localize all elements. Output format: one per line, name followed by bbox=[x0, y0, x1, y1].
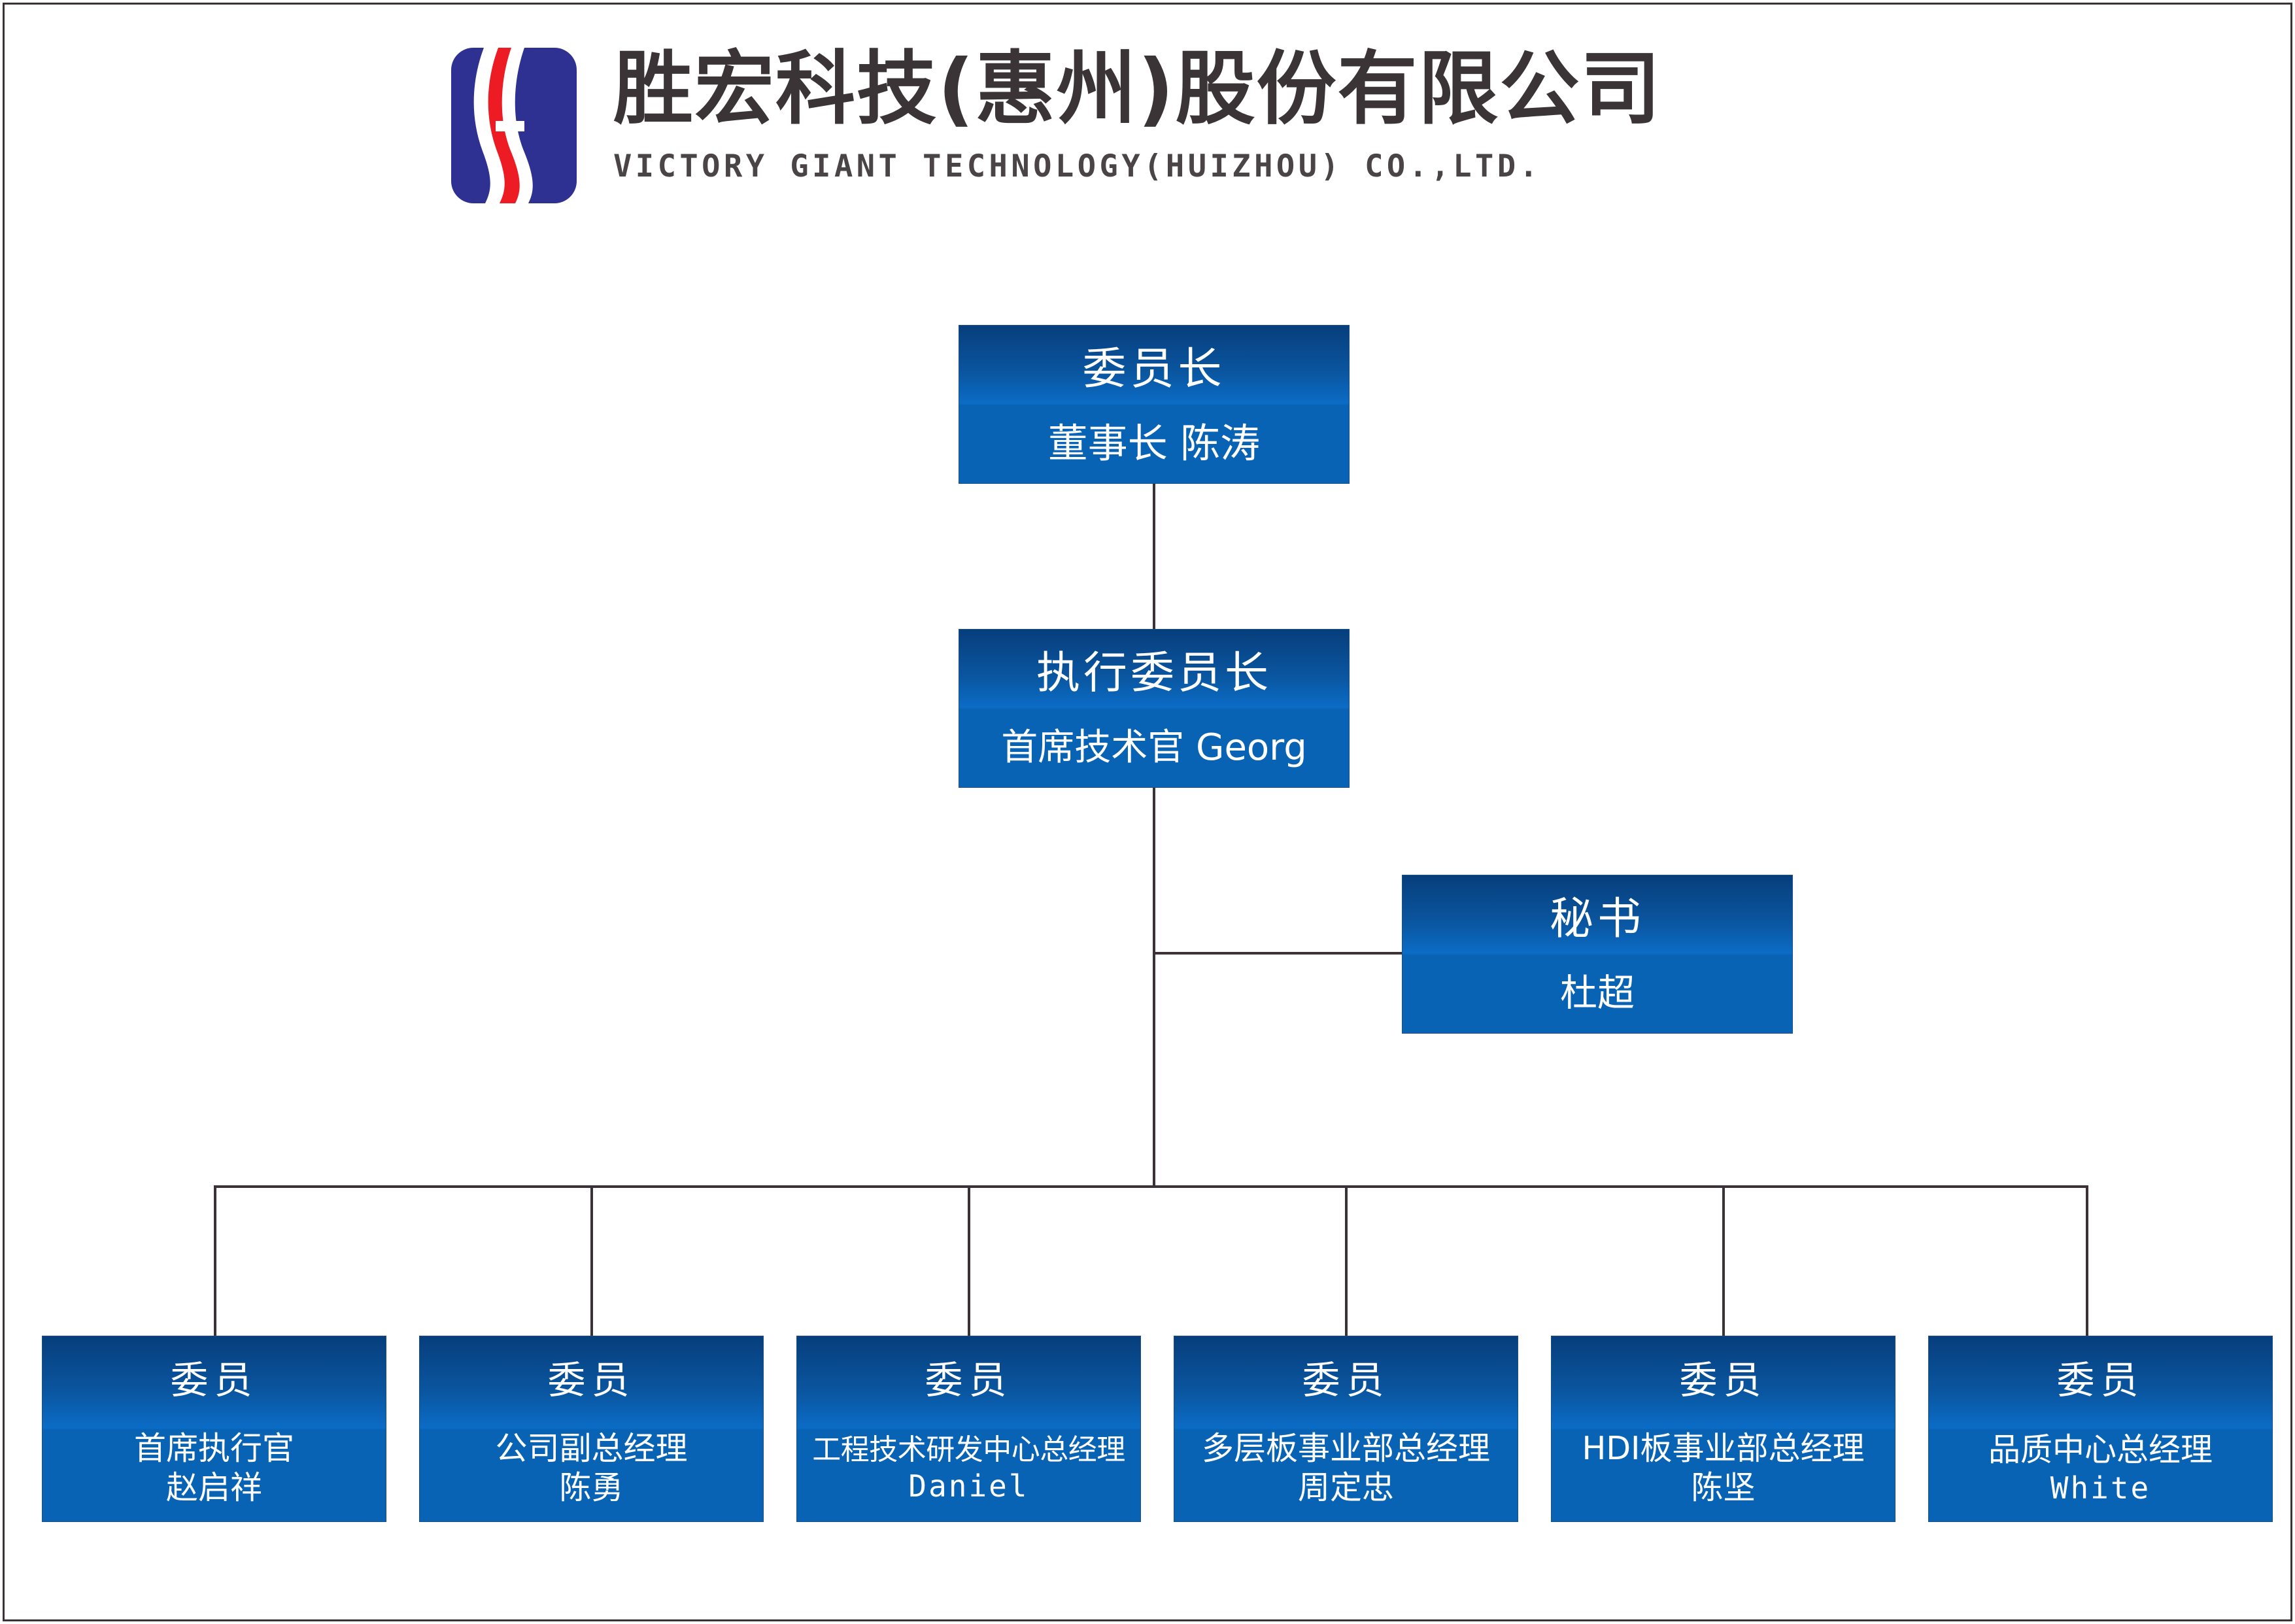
node-title: 秘书 bbox=[1550, 892, 1645, 944]
node-person: 陈坚 bbox=[1691, 1468, 1756, 1506]
node-body-row: 董事长 陈涛 bbox=[959, 405, 1349, 484]
victory-giant-logo-icon bbox=[451, 48, 577, 203]
node-title: 委员长 bbox=[1082, 343, 1226, 394]
org-node-member-quality[interactable]: 委员 品质中心总经理 White bbox=[1928, 1336, 2273, 1522]
logo-s-mark bbox=[473, 48, 533, 203]
node-person: 陈勇 bbox=[559, 1468, 624, 1506]
connector-exec-trunk bbox=[1153, 788, 1155, 1187]
node-title-row: 秘书 bbox=[1402, 875, 1792, 955]
connector-drop-member-3 bbox=[1345, 1185, 1348, 1336]
node-title-row: 委员 bbox=[1929, 1336, 2272, 1418]
node-body-row: 首席技术官 Georg bbox=[959, 709, 1349, 788]
node-body-row: 品质中心总经理 White bbox=[1929, 1418, 2272, 1521]
node-role: HDI板事业部总经理 bbox=[1582, 1429, 1865, 1467]
org-node-member-multilayer[interactable]: 委员 多层板事业部总经理 周定忠 bbox=[1174, 1336, 1518, 1522]
company-name-block: 胜宏科技(惠州)股份有限公司 VICTORY GIANT TECHNOLOGY(… bbox=[613, 36, 1662, 184]
node-person: 周定忠 bbox=[1297, 1468, 1394, 1506]
node-title: 委员 bbox=[2056, 1358, 2145, 1403]
node-person: 赵启祥 bbox=[165, 1468, 262, 1506]
connector-drop-member-5 bbox=[2086, 1185, 2088, 1336]
company-header: 胜宏科技(惠州)股份有限公司 VICTORY GIANT TECHNOLOGY(… bbox=[451, 36, 1662, 203]
node-title-row: 执行委员长 bbox=[959, 630, 1349, 709]
node-body-row: 工程技术研发中心总经理 Daniel bbox=[797, 1418, 1140, 1521]
node-body-row: 杜超 bbox=[1402, 955, 1792, 1034]
company-name-cn: 胜宏科技(惠州)股份有限公司 bbox=[613, 42, 1662, 135]
connector-drop-member-2 bbox=[968, 1185, 970, 1336]
node-role: 公司副总经理 bbox=[495, 1429, 688, 1467]
node-detail-line: 杜超 bbox=[1560, 971, 1635, 1015]
org-node-chairman[interactable]: 委员长 董事长 陈涛 bbox=[959, 325, 1350, 484]
company-name-en: VICTORY GIANT TECHNOLOGY(HUIZHOU) CO.,LT… bbox=[613, 148, 1542, 184]
node-person: White bbox=[2050, 1470, 2151, 1506]
org-node-member-rnd[interactable]: 委员 工程技术研发中心总经理 Daniel bbox=[796, 1336, 1141, 1522]
node-title-row: 委员 bbox=[1174, 1336, 1518, 1418]
node-title: 委员 bbox=[547, 1358, 636, 1403]
org-node-exec-chairman[interactable]: 执行委员长 首席技术官 Georg bbox=[959, 629, 1350, 788]
org-node-secretary[interactable]: 秘书 杜超 bbox=[1402, 875, 1793, 1034]
connector-drop-member-1 bbox=[590, 1185, 593, 1336]
node-role: 首席执行官 bbox=[133, 1429, 294, 1467]
node-body-row: 公司副总经理 陈勇 bbox=[420, 1418, 763, 1521]
node-title: 委员 bbox=[170, 1358, 258, 1403]
node-body-row: HDI板事业部总经理 陈坚 bbox=[1552, 1418, 1895, 1521]
org-node-member-hdi[interactable]: 委员 HDI板事业部总经理 陈坚 bbox=[1551, 1336, 1896, 1522]
node-detail-line: 董事长 陈涛 bbox=[1047, 420, 1261, 467]
node-title-row: 委员 bbox=[42, 1336, 386, 1418]
node-detail-line: 首席技术官 Georg bbox=[1001, 726, 1307, 769]
node-title-row: 委员 bbox=[1552, 1336, 1895, 1418]
node-title: 委员 bbox=[1679, 1358, 1767, 1403]
node-title-row: 委员 bbox=[797, 1336, 1140, 1418]
node-title: 委员 bbox=[1302, 1358, 1390, 1403]
node-role: 工程技术研发中心总经理 bbox=[812, 1432, 1125, 1466]
node-title-row: 委员长 bbox=[959, 326, 1349, 405]
node-title-row: 委员 bbox=[420, 1336, 763, 1418]
node-title: 执行委员长 bbox=[1036, 647, 1272, 698]
connector-member-bus bbox=[214, 1185, 2088, 1188]
node-body-row: 首席执行官 赵启祥 bbox=[42, 1418, 386, 1521]
node-person: Daniel bbox=[908, 1468, 1029, 1504]
org-node-member-ceo[interactable]: 委员 首席执行官 赵启祥 bbox=[42, 1336, 386, 1522]
node-body-row: 多层板事业部总经理 周定忠 bbox=[1174, 1418, 1518, 1521]
connector-exec-to-secretary bbox=[1153, 952, 1403, 955]
connector-chairman-to-exec bbox=[1153, 484, 1155, 629]
connector-drop-member-4 bbox=[1722, 1185, 1725, 1336]
org-node-member-vp[interactable]: 委员 公司副总经理 陈勇 bbox=[419, 1336, 764, 1522]
node-role: 品质中心总经理 bbox=[1988, 1430, 2213, 1468]
connector-drop-member-0 bbox=[214, 1185, 216, 1336]
node-title: 委员 bbox=[925, 1358, 1013, 1403]
node-role: 多层板事业部总经理 bbox=[1201, 1429, 1490, 1467]
